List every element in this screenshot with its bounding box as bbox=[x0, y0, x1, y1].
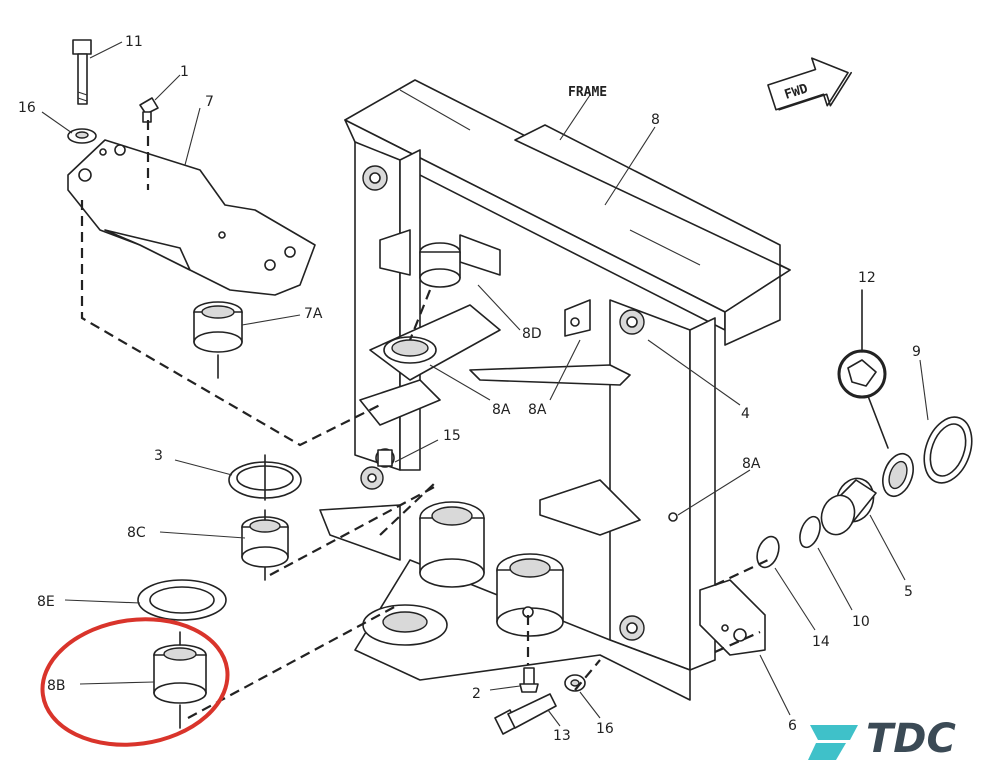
ring-10 bbox=[799, 515, 821, 549]
fwd-label: FWD bbox=[783, 81, 810, 103]
label-8d: 8D bbox=[522, 326, 542, 342]
label-16-top: 16 bbox=[18, 100, 36, 116]
label-14: 14 bbox=[812, 634, 830, 650]
label-7a: 7A bbox=[304, 306, 323, 322]
label-6: 6 bbox=[788, 718, 797, 734]
label-16-bottom: 16 bbox=[596, 721, 614, 737]
label-7: 7 bbox=[205, 94, 214, 110]
washer-16-top bbox=[67, 128, 97, 144]
bolt-11 bbox=[72, 39, 92, 105]
ring-9 bbox=[923, 416, 973, 484]
label-4: 4 bbox=[741, 406, 750, 422]
retainer-12 bbox=[837, 289, 889, 449]
highlight-ellipse bbox=[40, 617, 230, 747]
label-8c: 8C bbox=[127, 525, 146, 541]
washer-16-bottom bbox=[564, 674, 586, 692]
washer-3 bbox=[228, 454, 302, 501]
tdc-logo-mark-icon bbox=[808, 725, 858, 760]
label-3: 3 bbox=[154, 448, 163, 464]
assembly-lines bbox=[80, 120, 769, 719]
label-15: 15 bbox=[443, 428, 461, 444]
label-13: 13 bbox=[553, 728, 571, 744]
washer-8e bbox=[137, 579, 227, 621]
label-10: 10 bbox=[852, 614, 870, 630]
bushing-5 bbox=[820, 477, 877, 536]
label-8a-3: 8A bbox=[742, 456, 761, 472]
label-8e: 8E bbox=[37, 594, 55, 610]
bushing-7a bbox=[193, 301, 243, 379]
label-8: 8 bbox=[651, 112, 660, 128]
bolt-13 bbox=[494, 693, 557, 735]
grease-fitting-2 bbox=[519, 667, 539, 693]
grease-fitting-1 bbox=[139, 97, 159, 123]
part-labels: 11 1 16 7 7A FRAME 8 12 9 8D 8A 8A 4 15 … bbox=[18, 34, 921, 744]
label-5: 5 bbox=[904, 584, 913, 600]
ring-4 bbox=[882, 452, 914, 498]
label-8b: 8B bbox=[47, 678, 66, 694]
tdc-logo-text: TDC bbox=[866, 716, 956, 762]
label-2: 2 bbox=[472, 686, 481, 702]
label-8a-2: 8A bbox=[528, 402, 547, 418]
label-8a-1: 8A bbox=[492, 402, 511, 418]
bracket-7 bbox=[67, 139, 316, 296]
bushing-8c bbox=[241, 509, 289, 581]
bushing-8b bbox=[153, 631, 207, 729]
label-11: 11 bbox=[125, 34, 143, 50]
label-12: 12 bbox=[858, 270, 876, 286]
label-frame: FRAME bbox=[568, 85, 607, 100]
oring-14 bbox=[756, 535, 780, 569]
label-9: 9 bbox=[912, 344, 921, 360]
label-1: 1 bbox=[180, 64, 189, 80]
fwd-arrow: FWD bbox=[767, 57, 853, 111]
tdc-logo: TDC bbox=[808, 716, 956, 762]
frame-assembly bbox=[319, 79, 791, 701]
leader-lines bbox=[41, 41, 929, 727]
